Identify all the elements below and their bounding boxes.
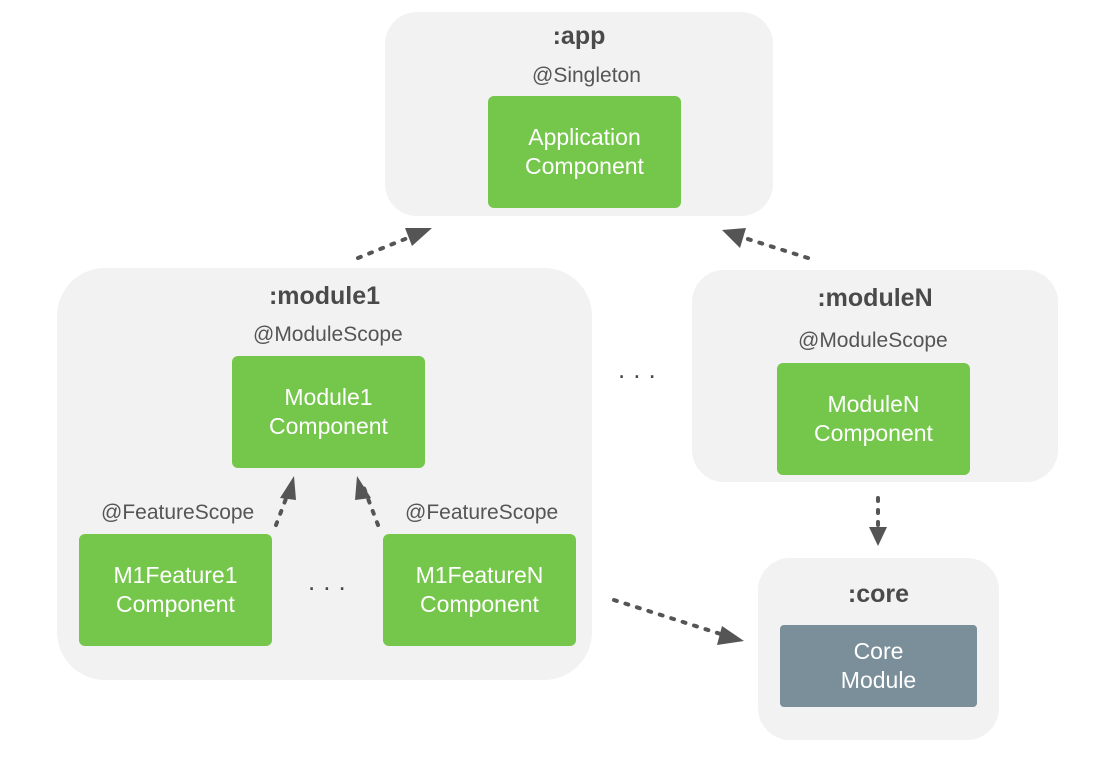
arrow-moduleN-to-app xyxy=(733,233,810,260)
app-module-title: :app xyxy=(552,22,606,50)
arrowhead-feature1-to-module1 xyxy=(280,476,296,500)
core-title: :core xyxy=(847,580,910,608)
features-ellipsis: ... xyxy=(308,566,354,596)
m1featureN-component: M1FeatureN Component xyxy=(383,534,576,646)
m1featureN-component-line2: Component xyxy=(420,591,539,617)
module1-component-line1: Module1 xyxy=(284,384,373,410)
m1feature1-component-line1: M1Feature1 xyxy=(113,562,238,588)
application-component-line2: Component xyxy=(525,153,644,179)
module1-component: Module1 Component xyxy=(232,356,425,468)
arrowhead-module1-to-core xyxy=(717,626,744,645)
application-component-line1: Application xyxy=(528,124,641,150)
core-module-line2: Module xyxy=(840,667,917,693)
moduleN-scope-label: @ModuleScope xyxy=(798,329,948,352)
m1feature1-component: M1Feature1 Component xyxy=(79,534,272,646)
arrowhead-featureN-to-module1 xyxy=(355,476,371,500)
arrowhead-moduleN-to-app xyxy=(722,228,746,248)
modules-ellipsis: ... xyxy=(618,354,664,384)
feature1-scope-label: @FeatureScope xyxy=(101,501,255,524)
moduleN-title: :moduleN xyxy=(817,284,933,312)
module1-title: :module1 xyxy=(268,282,381,310)
module1-component-line2: Component xyxy=(269,413,388,439)
core-module-line1: Core xyxy=(853,638,904,664)
moduleN-component: ModuleN Component xyxy=(777,363,970,475)
arrowhead-module1-to-app xyxy=(405,228,432,246)
core-module-box: Core Module xyxy=(780,625,977,707)
module1-scope-label: @ModuleScope xyxy=(253,323,403,346)
moduleN-component-line1: ModuleN xyxy=(827,391,920,417)
application-component: Application Component xyxy=(488,96,681,208)
arrow-module1-to-core xyxy=(612,598,732,639)
arrowhead-moduleN-to-core xyxy=(869,527,887,546)
m1feature1-component-line2: Component xyxy=(116,591,235,617)
featureN-scope-label: @FeatureScope xyxy=(405,501,559,524)
moduleN-component-line2: Component xyxy=(814,420,933,446)
arrow-module1-to-app xyxy=(356,231,422,260)
app-scope-label: @Singleton xyxy=(532,64,641,87)
m1featureN-component-line1: M1FeatureN xyxy=(415,562,544,588)
